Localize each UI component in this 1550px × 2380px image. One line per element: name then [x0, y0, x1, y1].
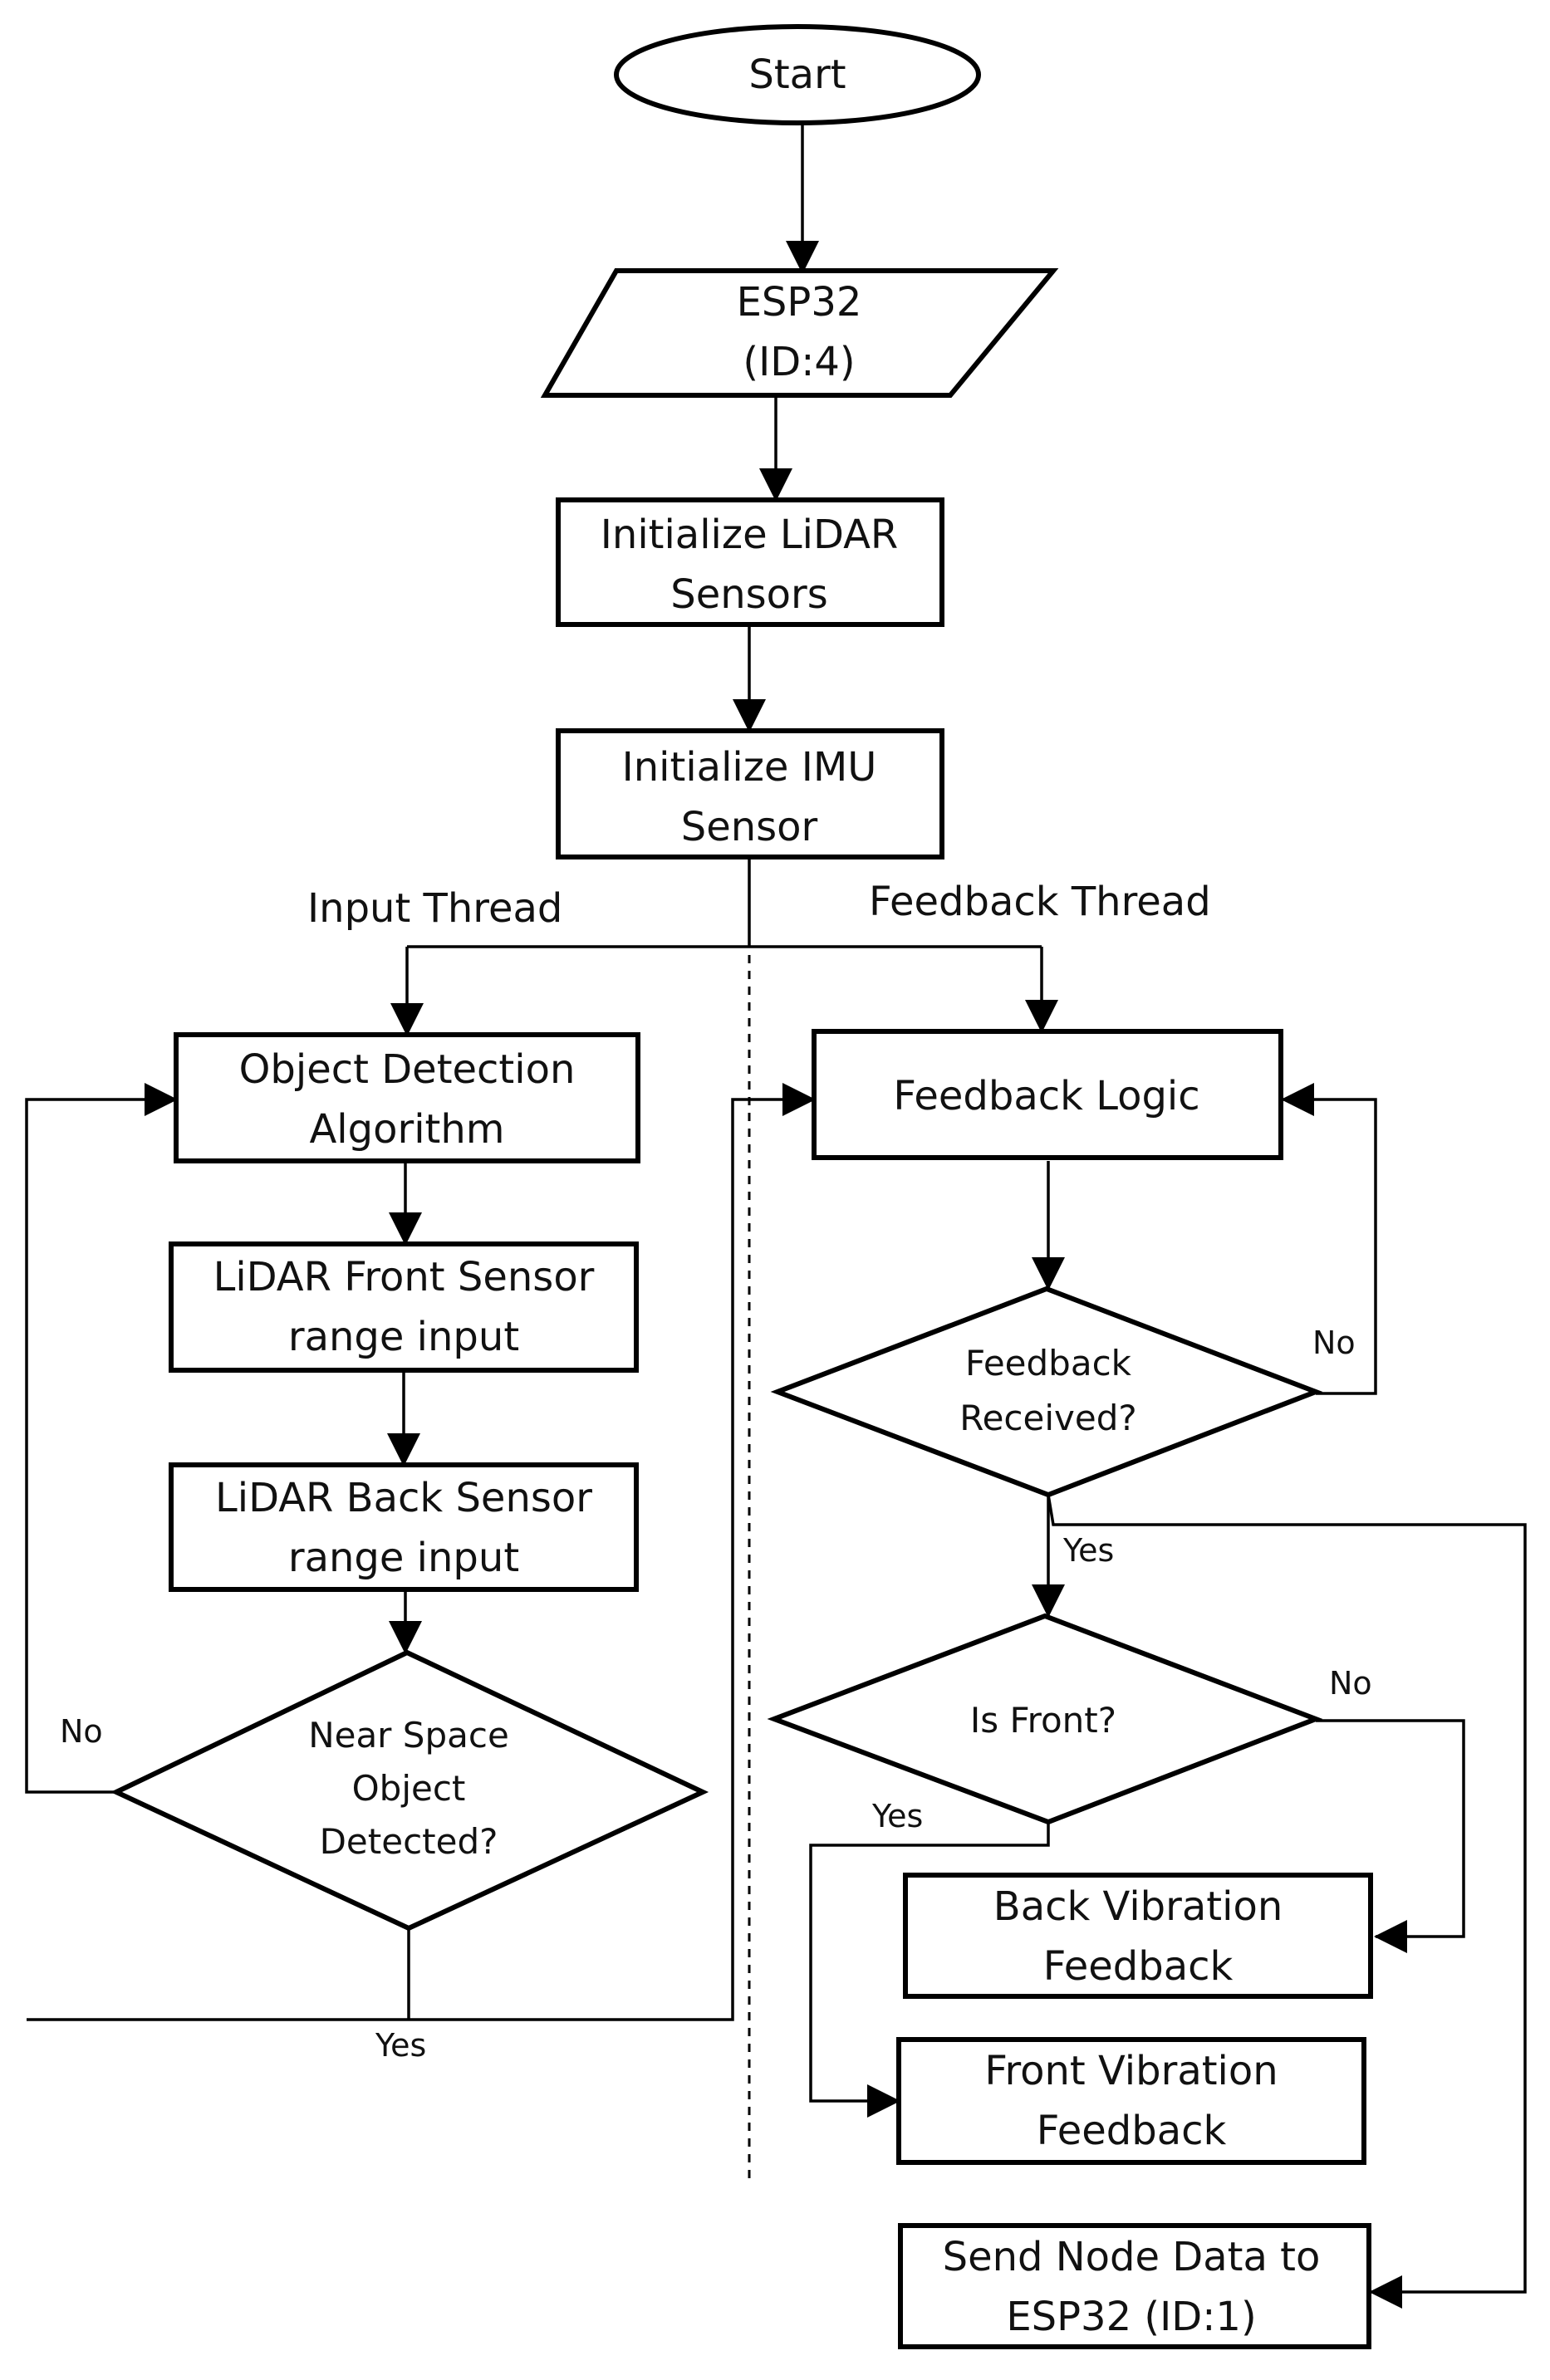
feedback-thread-label: Feedback Thread: [869, 879, 1211, 925]
node-near-space-decision: Near Space Object Detected?: [110, 1649, 709, 1932]
start-terminal-shape: [614, 24, 981, 125]
feedback-logic-label: Feedback Logic: [893, 1073, 1199, 1119]
back-vibration-label-line-2: Feedback: [1043, 1943, 1234, 1990]
feedback-received-yes-label: Yes: [1062, 1532, 1114, 1569]
node-feedback-received-decision: Feedback Received?: [770, 1285, 1323, 1498]
is-front-label: Is Front?: [970, 1700, 1116, 1741]
node-object-detection: Object Detection Algorithm: [174, 1032, 640, 1163]
node-esp32-id4: ESP32 (ID:4): [540, 268, 1059, 398]
node-start: Start: [614, 24, 981, 125]
node-feedback-logic: Feedback Logic: [812, 1029, 1283, 1160]
near-space-yes-label: Yes: [375, 2027, 426, 2064]
esp32-label-line-2: (ID:4): [743, 339, 855, 385]
feedback-received-no-label: No: [1312, 1325, 1356, 1361]
front-vibration-box: [896, 2037, 1366, 2165]
is-front-yes-label: Yes: [871, 1798, 923, 1834]
near-space-label-line-2: Object: [352, 1768, 466, 1809]
initialize-lidar-label-line-1: Initialize LiDAR: [601, 512, 899, 558]
initialize-imu-box: [556, 728, 944, 859]
esp32-label-line-1: ESP32: [737, 279, 862, 326]
is-front-diamond: [767, 1613, 1323, 1825]
node-initialize-imu: Initialize IMU Sensor: [556, 728, 944, 859]
start-label: Start: [748, 51, 846, 98]
feedback-received-label-line-2: Received?: [959, 1398, 1136, 1438]
initialize-lidar-box: [556, 497, 944, 627]
near-space-diamond: [110, 1649, 709, 1932]
edge-is-front-yes-to-front-vibration: [809, 1822, 1050, 2118]
node-send-node-data: Send Node Data to ESP32 (ID:1): [898, 2223, 1371, 2349]
send-node-label-line-2: ESP32 (ID:1): [1006, 2294, 1256, 2340]
back-vibration-label-line-1: Back Vibration: [993, 1883, 1283, 1930]
edge-near-space-yes-to-feedback-logic: [27, 1083, 816, 2021]
object-detection-box: [174, 1032, 640, 1163]
edge-is-front-no-to-back-vibration: [1316, 1719, 1465, 1953]
node-lidar-front-range: LiDAR Front Sensor range input: [169, 1241, 639, 1373]
node-lidar-back-range: LiDAR Back Sensor range input: [169, 1462, 639, 1592]
edge-feedback-received-to-send-node: [1047, 1494, 1527, 2309]
initialize-lidar-label-line-2: Sensors: [670, 571, 828, 618]
front-vibration-label-line-2: Feedback: [1037, 2108, 1227, 2154]
edge-near-space-no-loop: [25, 1083, 178, 1794]
edges: [25, 123, 1527, 2309]
send-node-box: [898, 2223, 1371, 2349]
edge-feedback-received-no-loop: [1281, 1083, 1377, 1395]
lidar-front-label-line-2: range input: [288, 1314, 519, 1360]
feedback-received-label-line-1: Feedback: [965, 1343, 1132, 1383]
near-space-no-label: No: [60, 1713, 103, 1750]
node-initialize-lidar: Initialize LiDAR Sensors: [556, 497, 944, 627]
near-space-label-line-3: Detected?: [320, 1821, 498, 1862]
object-detection-label-line-2: Algorithm: [309, 1106, 504, 1153]
near-space-label-line-1: Near Space: [308, 1715, 509, 1756]
esp32-io-shape: [540, 268, 1059, 398]
input-thread-label: Input Thread: [307, 885, 562, 932]
lidar-back-box: [169, 1462, 639, 1592]
object-detection-label-line-1: Object Detection: [239, 1046, 576, 1093]
initialize-imu-label-line-2: Sensor: [681, 804, 818, 850]
feedback-received-diamond: [770, 1285, 1323, 1498]
lidar-back-label-line-2: range input: [288, 1535, 519, 1581]
feedback-logic-box: [812, 1029, 1283, 1160]
node-is-front-decision: Is Front?: [767, 1613, 1323, 1825]
lidar-front-box: [169, 1241, 639, 1373]
front-vibration-label-line-1: Front Vibration: [984, 2048, 1278, 2094]
back-vibration-box: [903, 1873, 1373, 1999]
node-front-vibration: Front Vibration Feedback: [896, 2037, 1366, 2165]
lidar-front-label-line-1: LiDAR Front Sensor: [213, 1254, 595, 1300]
is-front-no-label: No: [1329, 1665, 1372, 1702]
node-back-vibration: Back Vibration Feedback: [903, 1873, 1373, 1999]
send-node-label-line-1: Send Node Data to: [943, 2234, 1321, 2280]
initialize-imu-label-line-1: Initialize IMU: [622, 744, 877, 791]
lidar-back-label-line-1: LiDAR Back Sensor: [215, 1475, 592, 1521]
